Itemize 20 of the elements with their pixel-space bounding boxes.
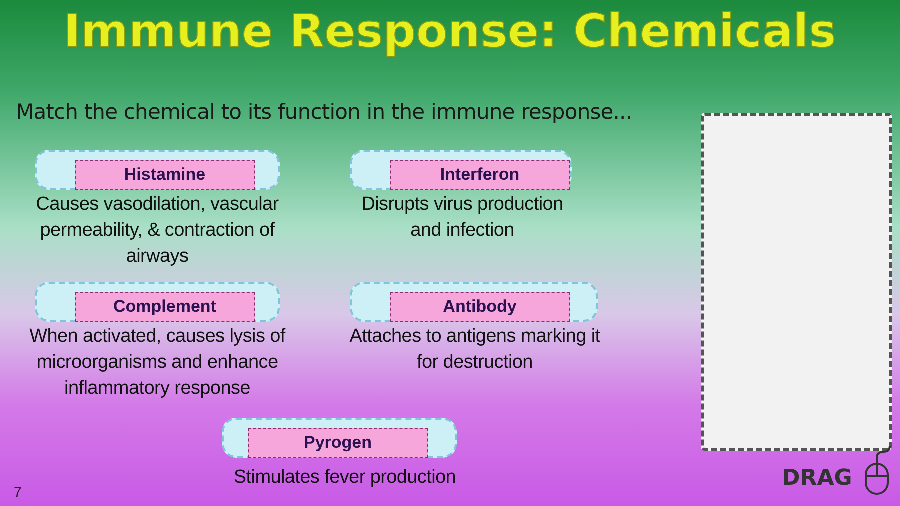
term-card: Histamine: [75, 160, 255, 190]
term-card: Complement: [75, 292, 255, 322]
title: Immune Response: Chemicals: [62, 4, 838, 58]
drop-slot: [222, 418, 457, 458]
function-description: Stimulates fever production: [232, 466, 458, 490]
drop-slot: [35, 150, 280, 190]
function-description: Disrupts virus production and infection: [360, 193, 564, 243]
drop-slot: [350, 282, 598, 322]
drag-hint: DRAG: [782, 466, 852, 491]
term-card: Antibody: [390, 292, 570, 322]
drop-slot: [350, 150, 572, 190]
instruction-text: Match the chemical to its function in the immune response...: [16, 100, 634, 124]
page-number: 7: [14, 484, 22, 500]
function-description: Causes vasodilation, vascular permeability, & contraction of airways: [35, 193, 280, 269]
term-card: Pyrogen: [248, 428, 428, 458]
function-description: When activated, causes lysis of microorganisms and enhance inflammatory response: [28, 325, 287, 401]
drop-slot: [35, 282, 280, 322]
drop-zone: [701, 113, 892, 451]
function-description: Attaches to antigens marking it for destruction: [348, 325, 602, 375]
term-card: Interferon: [390, 160, 570, 190]
